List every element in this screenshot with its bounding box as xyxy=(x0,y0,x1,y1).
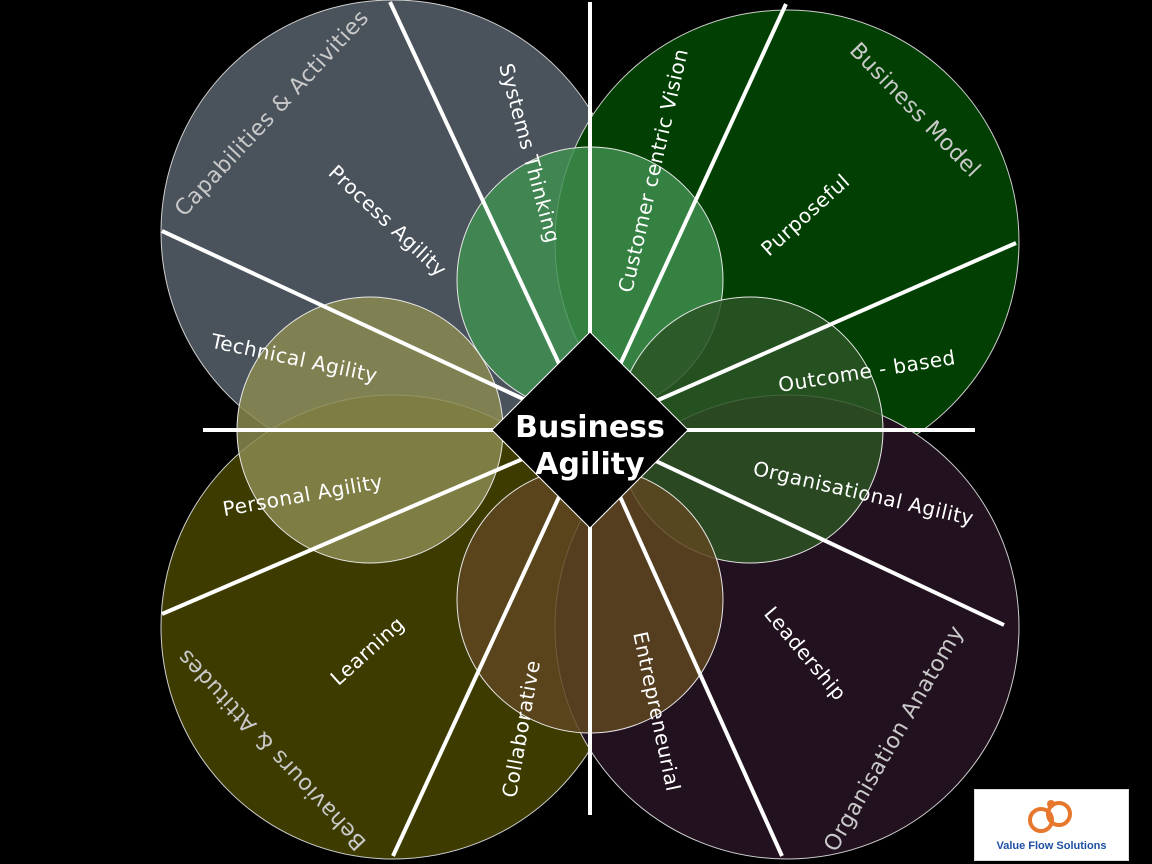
center-diamond xyxy=(491,331,689,529)
center-title-line1: Business xyxy=(515,410,665,445)
spoke xyxy=(588,3,788,431)
spoke xyxy=(161,428,591,616)
center-title-line2: Agility xyxy=(535,447,645,482)
spoke xyxy=(589,241,1017,432)
spoke xyxy=(388,1,592,431)
spoke xyxy=(589,428,1005,627)
logo-icon xyxy=(1028,800,1072,833)
spoke xyxy=(161,229,591,432)
spoke xyxy=(588,429,784,857)
spoke xyxy=(391,429,592,857)
logo-box: Value Flow Solutions xyxy=(974,789,1129,861)
logo-text: Value Flow Solutions xyxy=(996,840,1107,852)
